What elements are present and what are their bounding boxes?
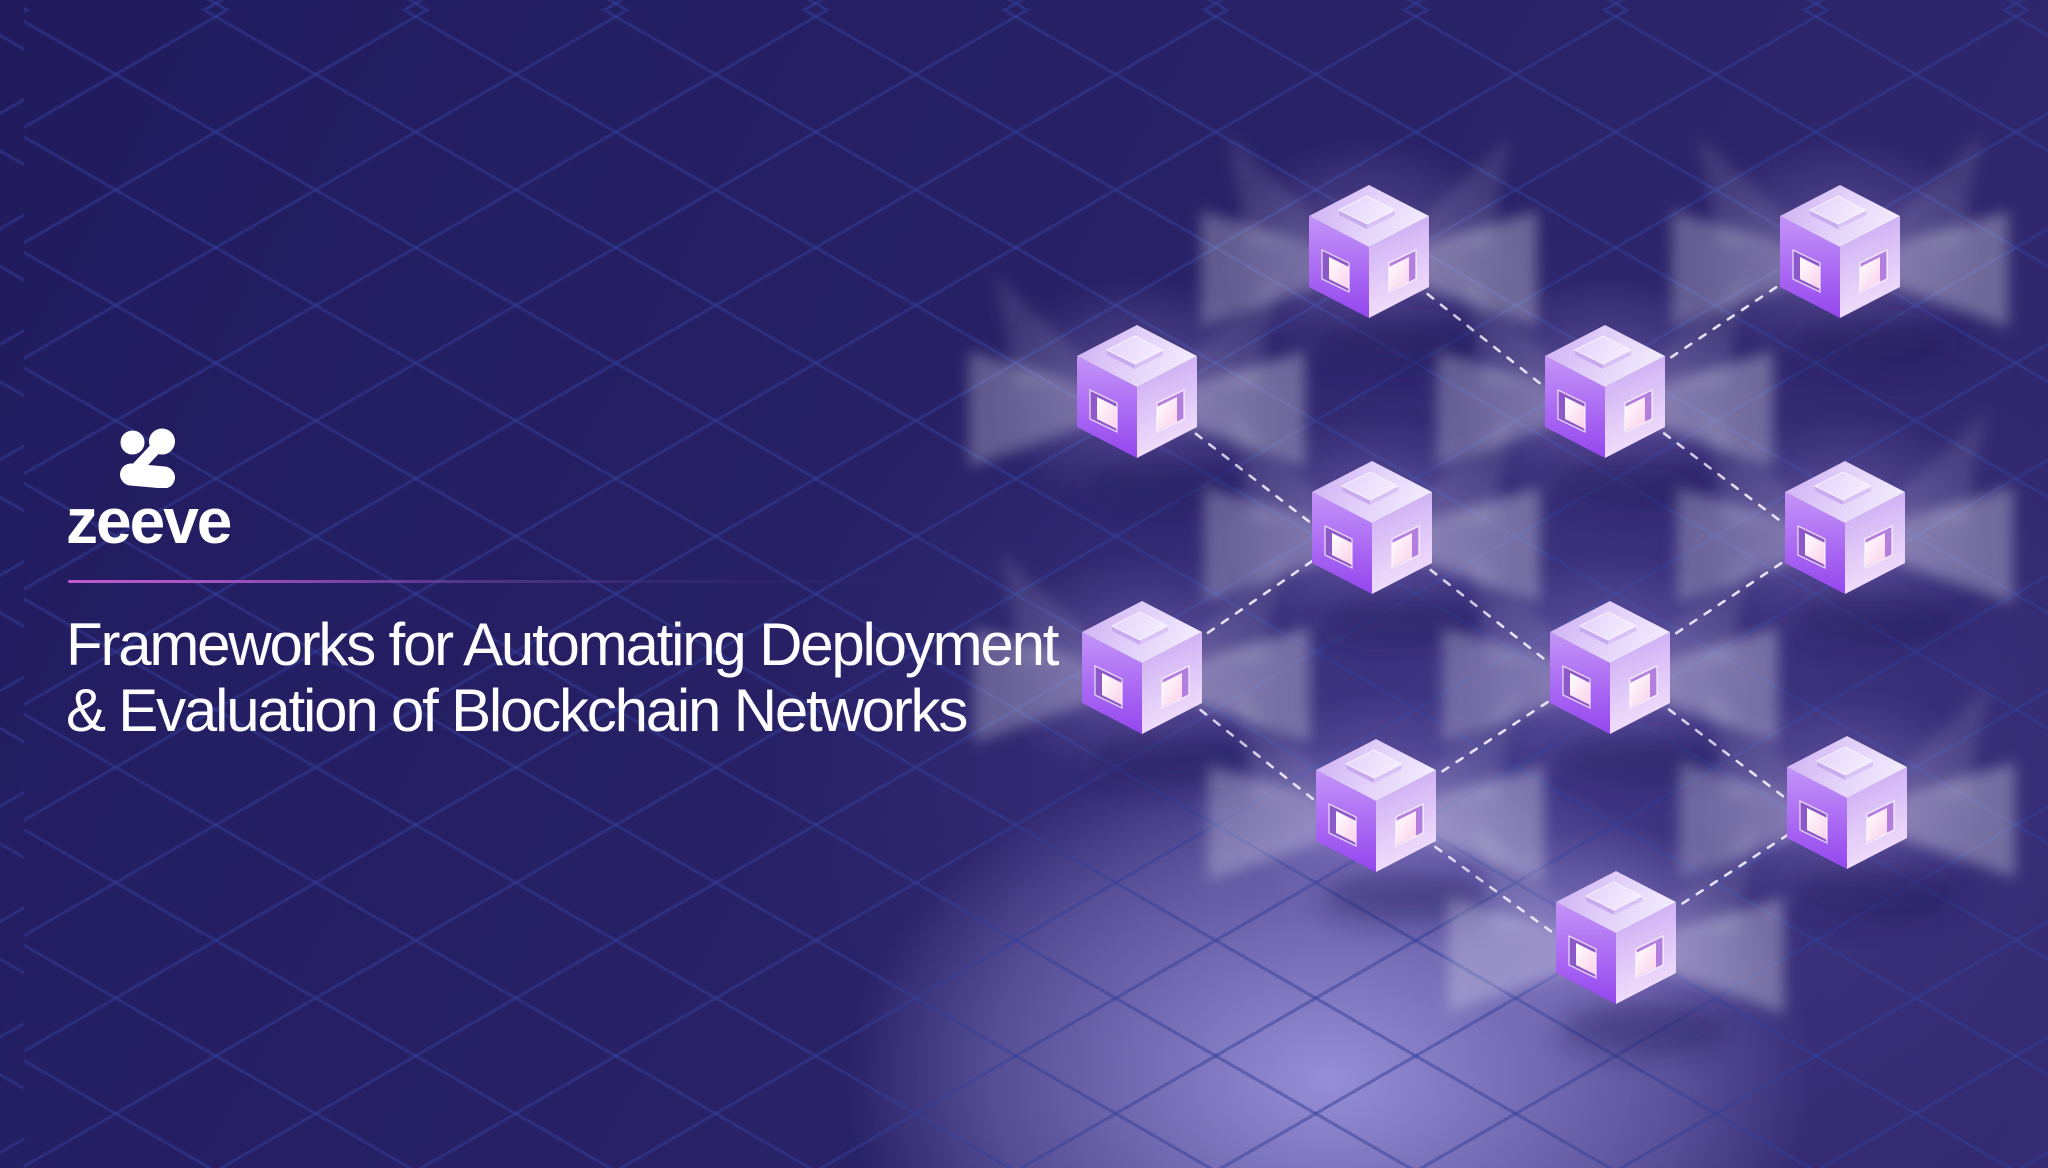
cube-left-port [1792,248,1821,294]
page-title: Frameworks for Automating Deployment & E… [66,612,1066,744]
light-beams [1448,821,1784,1013]
cube-ground-shadow [1789,594,1957,644]
cube-left-port [1328,802,1357,848]
zeeve-logo-mark-icon [120,428,175,488]
light-beams [1204,411,1540,603]
cube-top-plate [1584,881,1644,915]
cube-top-plate [1808,195,1868,229]
cube-top-plate [1340,471,1400,505]
cube-left-port [1562,664,1591,710]
blockchain-node-cube [1437,275,1773,513]
blockchain-node-cube [1672,135,2008,373]
cube-left-port [1797,524,1826,570]
blockchain-node-cube [1208,689,1544,927]
light-beams [969,275,1305,467]
cube-ground-shadow [1784,318,1952,368]
light-beams [1677,411,2013,603]
blockchain-node-cube [1201,135,1537,373]
cube-top-plate [1337,195,1397,229]
cube-left-port [1094,664,1123,710]
cube-top-plate [1813,471,1873,505]
cube-top-plate [1815,746,1875,780]
cube-ground-shadow [1560,1004,1728,1054]
brand-wordmark: zeeve [66,485,232,557]
cube-top-plate [1105,335,1165,369]
cube-right-port [1629,664,1658,710]
light-beams [1672,135,2008,327]
cube-top-plate [1573,335,1633,369]
cube-left-port [1089,388,1118,434]
blockchain-node-cube [1442,551,1778,789]
blockchain-node-cube [974,551,1310,789]
blockchain-node-cube [1679,686,2015,924]
cube-right-port [1635,934,1664,980]
cube-top-plate [1110,611,1170,645]
blockchain-node-cube [969,275,1305,513]
blockchain-node-cube [1204,411,1540,649]
cube-right-port [1866,799,1895,845]
cube-right-port [1161,664,1190,710]
light-beams [1442,551,1778,743]
cube-right-port [1156,388,1185,434]
cube-left-port [1799,799,1828,845]
title-line-1: Frameworks for Automating Deployment [66,611,1059,678]
cube-ground-shadow [1320,872,1488,922]
cube-right-port [1624,388,1653,434]
divider-line [68,580,973,584]
title-line-2: & Evaluation of Blockchain Networks [66,677,968,744]
cube-left-port [1557,388,1586,434]
cube-left-port [1324,524,1353,570]
light-beams [974,551,1310,743]
light-beams [1208,689,1544,881]
cube-right-port [1395,802,1424,848]
blockchain-node-cube [1448,821,1784,1059]
left-panel: zeeve Frameworks for Automating Deployme… [0,0,1059,1168]
cube-top-plate [1578,611,1638,645]
cube-right-port [1388,248,1417,294]
light-beams [1437,275,1773,467]
cube-right-port [1864,524,1893,570]
cube-top-plate [1344,749,1404,783]
cube-left-port [1568,934,1597,980]
cube-left-port [1321,248,1350,294]
blockchain-node-cube [1677,411,2013,649]
cube-right-port [1391,524,1420,570]
cube-right-port [1859,248,1888,294]
cube-ground-shadow [1791,869,1959,919]
cube-ground-shadow [1549,458,1717,508]
light-beams [1201,135,1537,327]
